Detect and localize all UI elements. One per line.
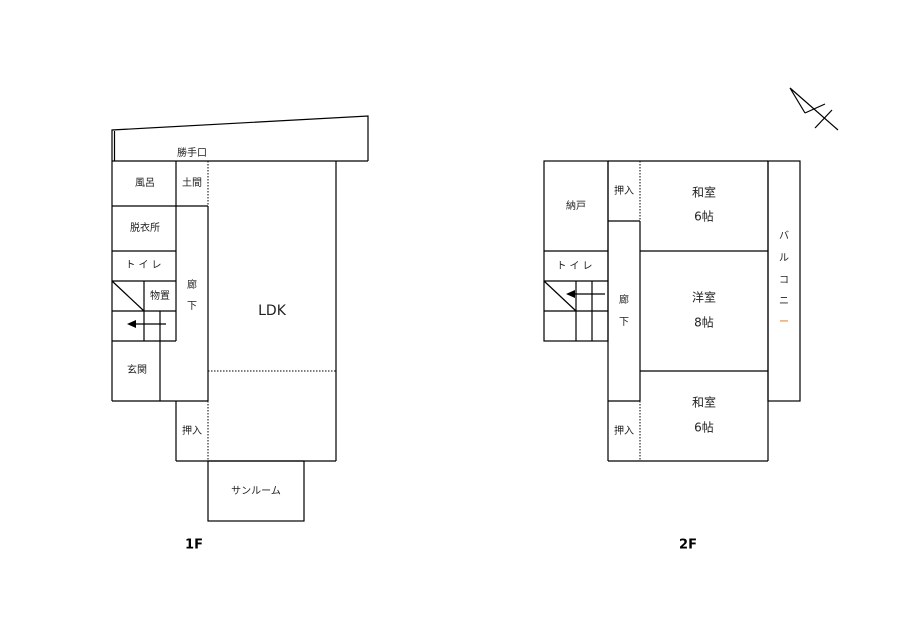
room-label-ldk: LDK	[258, 303, 287, 319]
room-label-hall-1: 廊	[187, 278, 197, 291]
room-label-hall-2-2f: 下	[619, 317, 629, 328]
room-label-storeroom: 納戸	[566, 199, 586, 212]
north-arrow-icon	[789, 87, 839, 131]
room-label-sunroom: サンルーム	[231, 485, 281, 497]
room-label-toilet: トイレ	[126, 260, 165, 271]
room-size-washitsu-bottom: 6帖	[694, 420, 714, 435]
room-label-entrance: 玄関	[127, 363, 147, 376]
room-label-closet: 押入	[182, 424, 202, 437]
room-label-toilet-2f: トイレ	[557, 261, 596, 272]
floor-1-plan: 勝手口 風呂 土間 脱衣所 トイレ 物置 廊 下 LDK 玄関 押入 サンルーム…	[111, 115, 369, 553]
room-size-washitsu-top: 6帖	[694, 209, 714, 224]
balcony-char: コ	[779, 275, 789, 286]
room-label-hall-1-2f: 廊	[619, 293, 629, 306]
room-size-yoshitsu: 8帖	[694, 315, 714, 330]
walls-2f	[543, 160, 801, 462]
room-label-dressing: 脱衣所	[130, 221, 160, 234]
room-label-washitsu-bottom: 和室	[692, 395, 716, 410]
room-label-back-door: 勝手口	[177, 146, 207, 159]
room-label-yoshitsu: 洋室	[692, 290, 716, 305]
room-label-bath: 風呂	[135, 177, 155, 189]
balcony-char: ー	[779, 317, 789, 328]
room-label-hall-2: 下	[187, 301, 197, 312]
walls-1f	[111, 115, 369, 522]
room-label-closet-top: 押入	[614, 184, 634, 197]
balcony-char: ル	[779, 253, 789, 264]
stair-arrow-icon	[566, 290, 605, 298]
room-label-closet-bottom: 押入	[614, 424, 634, 437]
room-label-doma: 土間	[182, 176, 202, 189]
room-label-storage: 物置	[150, 289, 170, 302]
floor-label-2f: 2F	[679, 538, 697, 553]
balcony-char: ニ	[779, 296, 789, 307]
room-label-balcony: バ ル コ ニ ー	[779, 230, 789, 328]
floor-2-plan: 納戸 トイレ 押入 廊 下 押入 和室 6帖 洋室 8帖 和室 6帖 バ ル コ…	[543, 160, 801, 553]
stair-arrow-icon	[127, 320, 166, 328]
floor-label-1f: 1F	[185, 538, 203, 553]
room-label-washitsu-top: 和室	[692, 185, 716, 200]
balcony-char: バ	[779, 230, 789, 242]
